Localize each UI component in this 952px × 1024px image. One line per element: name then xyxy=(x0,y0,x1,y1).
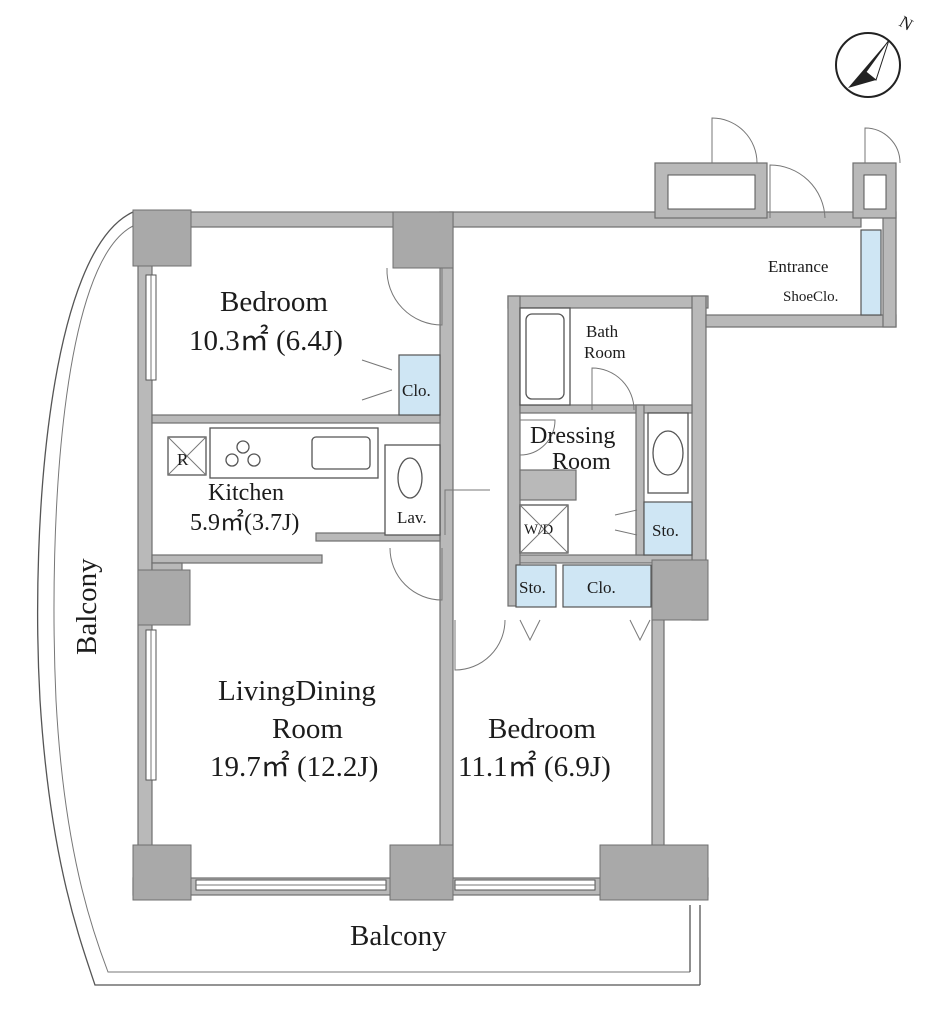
storage-dressing-label: Sto. xyxy=(652,521,679,540)
bedroom2-name: Bedroom xyxy=(488,713,596,745)
closet-bedroom1-label: Clo. xyxy=(402,381,431,400)
bath-label-line2: Room xyxy=(584,343,626,362)
balcony-bottom-label: Balcony xyxy=(350,920,447,952)
compass-north-label: N xyxy=(896,12,916,35)
shoe-closet-label: ShoeClo. xyxy=(783,289,838,305)
compass-icon xyxy=(835,32,901,98)
shoe-closet xyxy=(860,229,882,316)
living-name-line1: LivingDining xyxy=(218,675,376,707)
living-area: 19.7㎡ (12.2J) xyxy=(210,750,378,783)
columns xyxy=(132,209,709,901)
dressing-label-line2: Room xyxy=(552,449,611,475)
windows xyxy=(145,274,596,891)
balcony-left-label: Balcony xyxy=(71,558,103,655)
bedroom2-area: 11.1㎡ (6.9J) xyxy=(458,750,611,783)
lav-label: Lav. xyxy=(397,508,427,527)
living-name-line2: Room xyxy=(272,713,343,745)
closet-bottom-label: Clo. xyxy=(587,578,616,597)
exterior-boxes xyxy=(654,117,901,219)
bedroom1-area: 10.3㎡ (6.4J) xyxy=(189,324,343,357)
fixtures xyxy=(167,307,689,554)
closet-bedroom1 xyxy=(398,354,441,416)
bath-label-line1: Bath xyxy=(586,322,619,341)
dressing-label-line1: Dressing xyxy=(530,423,615,449)
storage-bottom-label: Sto. xyxy=(519,578,546,597)
entrance-label: Entrance xyxy=(768,257,828,276)
door-swings xyxy=(361,267,651,671)
kitchen-name: Kitchen xyxy=(208,480,284,506)
storage-bottom xyxy=(515,564,557,608)
closets xyxy=(398,229,882,608)
fridge-label: R xyxy=(177,450,189,469)
kitchen-area: 5.9㎡(3.7J) xyxy=(190,509,299,536)
washer-label: W/D xyxy=(524,522,553,538)
storage-dressing xyxy=(643,501,693,556)
balcony-outline xyxy=(37,211,701,986)
bedroom1-name: Bedroom xyxy=(220,286,328,318)
closet-bottom xyxy=(562,564,652,608)
